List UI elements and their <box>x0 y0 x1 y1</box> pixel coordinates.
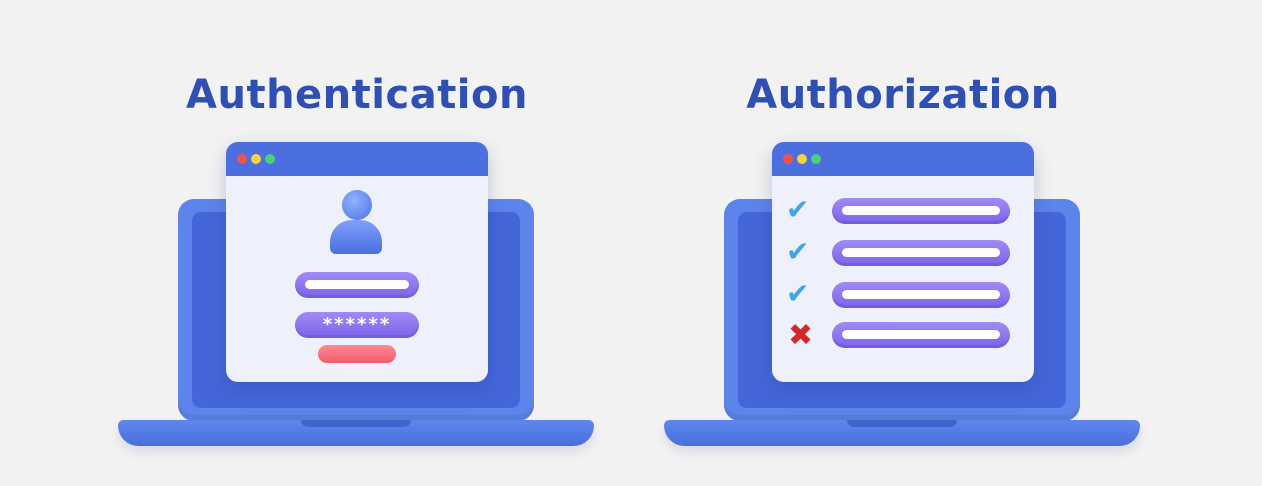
username-field-bar <box>305 280 409 289</box>
login-button[interactable] <box>318 345 396 363</box>
avatar-head <box>342 190 372 220</box>
cross-icon: ✖ <box>788 318 814 353</box>
permission-bar-fill <box>842 330 1000 339</box>
authentication-title: Authentication <box>186 72 528 118</box>
permission-bar-fill <box>842 248 1000 257</box>
window-titlebar <box>226 142 488 176</box>
minimize-dot-icon[interactable] <box>251 154 261 164</box>
minimize-dot-icon[interactable] <box>797 154 807 164</box>
laptop-base <box>664 420 1140 446</box>
maximize-dot-icon[interactable] <box>265 154 275 164</box>
check-icon: ✔ <box>786 277 810 310</box>
laptop-notch <box>847 420 957 427</box>
permission-bar[interactable] <box>832 198 1010 224</box>
check-icon: ✔ <box>786 193 810 226</box>
window-titlebar <box>772 142 1034 176</box>
laptop-base <box>118 420 594 446</box>
password-mask: ****** <box>322 314 392 335</box>
avatar-body <box>330 220 382 254</box>
password-field[interactable]: ****** <box>295 312 419 338</box>
username-field[interactable] <box>295 272 419 298</box>
check-icon: ✔ <box>786 235 810 268</box>
maximize-dot-icon[interactable] <box>811 154 821 164</box>
permission-bar[interactable] <box>832 282 1010 308</box>
permission-bar-fill <box>842 290 1000 299</box>
close-dot-icon[interactable] <box>783 154 793 164</box>
permission-bar-fill <box>842 206 1000 215</box>
permission-bar[interactable] <box>832 240 1010 266</box>
permissions-window: ✔ ✔ ✔ ✖ <box>772 142 1034 382</box>
close-dot-icon[interactable] <box>237 154 247 164</box>
laptop-notch <box>301 420 411 427</box>
authorization-title: Authorization <box>746 72 1060 118</box>
permission-bar[interactable] <box>832 322 1010 348</box>
login-window: ****** <box>226 142 488 382</box>
